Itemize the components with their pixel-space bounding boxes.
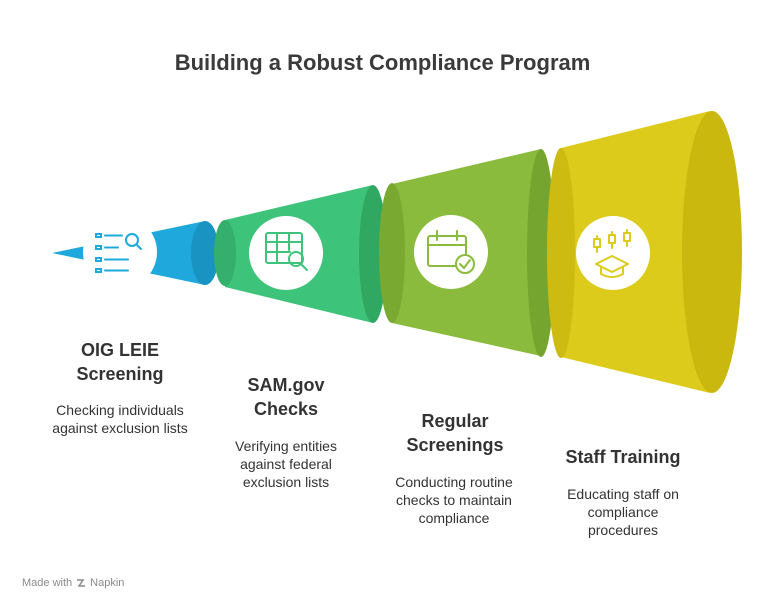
step-title-oig-leie: OIG LEIE Screening [76, 340, 164, 384]
step-description-staff-training: Educating staff on compliance procedures [567, 486, 679, 538]
step-title-staff-training: Staff Training [565, 447, 681, 467]
graduation-cap-icon [593, 229, 631, 278]
step-description-oig-leie: Checking individuals against exclusion l… [52, 402, 188, 436]
brand-label: Napkin [90, 577, 125, 589]
made-with-label: Made with [22, 577, 73, 589]
footer-watermark: Made with Napkin [22, 577, 124, 589]
icon-circle [83, 215, 157, 289]
segment-oig-leie [52, 215, 219, 289]
step-title-sam-gov: SAM.gov Checks [247, 375, 325, 419]
spreadsheet-search-icon [265, 232, 308, 271]
step-description-regular-screenings: Conducting routine checks to maintain co… [395, 474, 513, 526]
step-description-sam-gov: Verifying entities against federal exclu… [235, 438, 337, 490]
segment-staff-training [547, 111, 742, 393]
napkin-logo-icon [77, 579, 86, 587]
step-title-regular-screenings: Regular Screenings [406, 411, 504, 455]
segment-sam-gov [214, 185, 387, 323]
icon-circle [414, 215, 488, 289]
segment-regular-screenings [379, 149, 555, 357]
diagram-title: Building a Robust Compliance Program [174, 50, 591, 75]
checklist-search-icon [95, 233, 142, 273]
calendar-check-icon [427, 230, 475, 274]
icon-circle [576, 216, 650, 290]
